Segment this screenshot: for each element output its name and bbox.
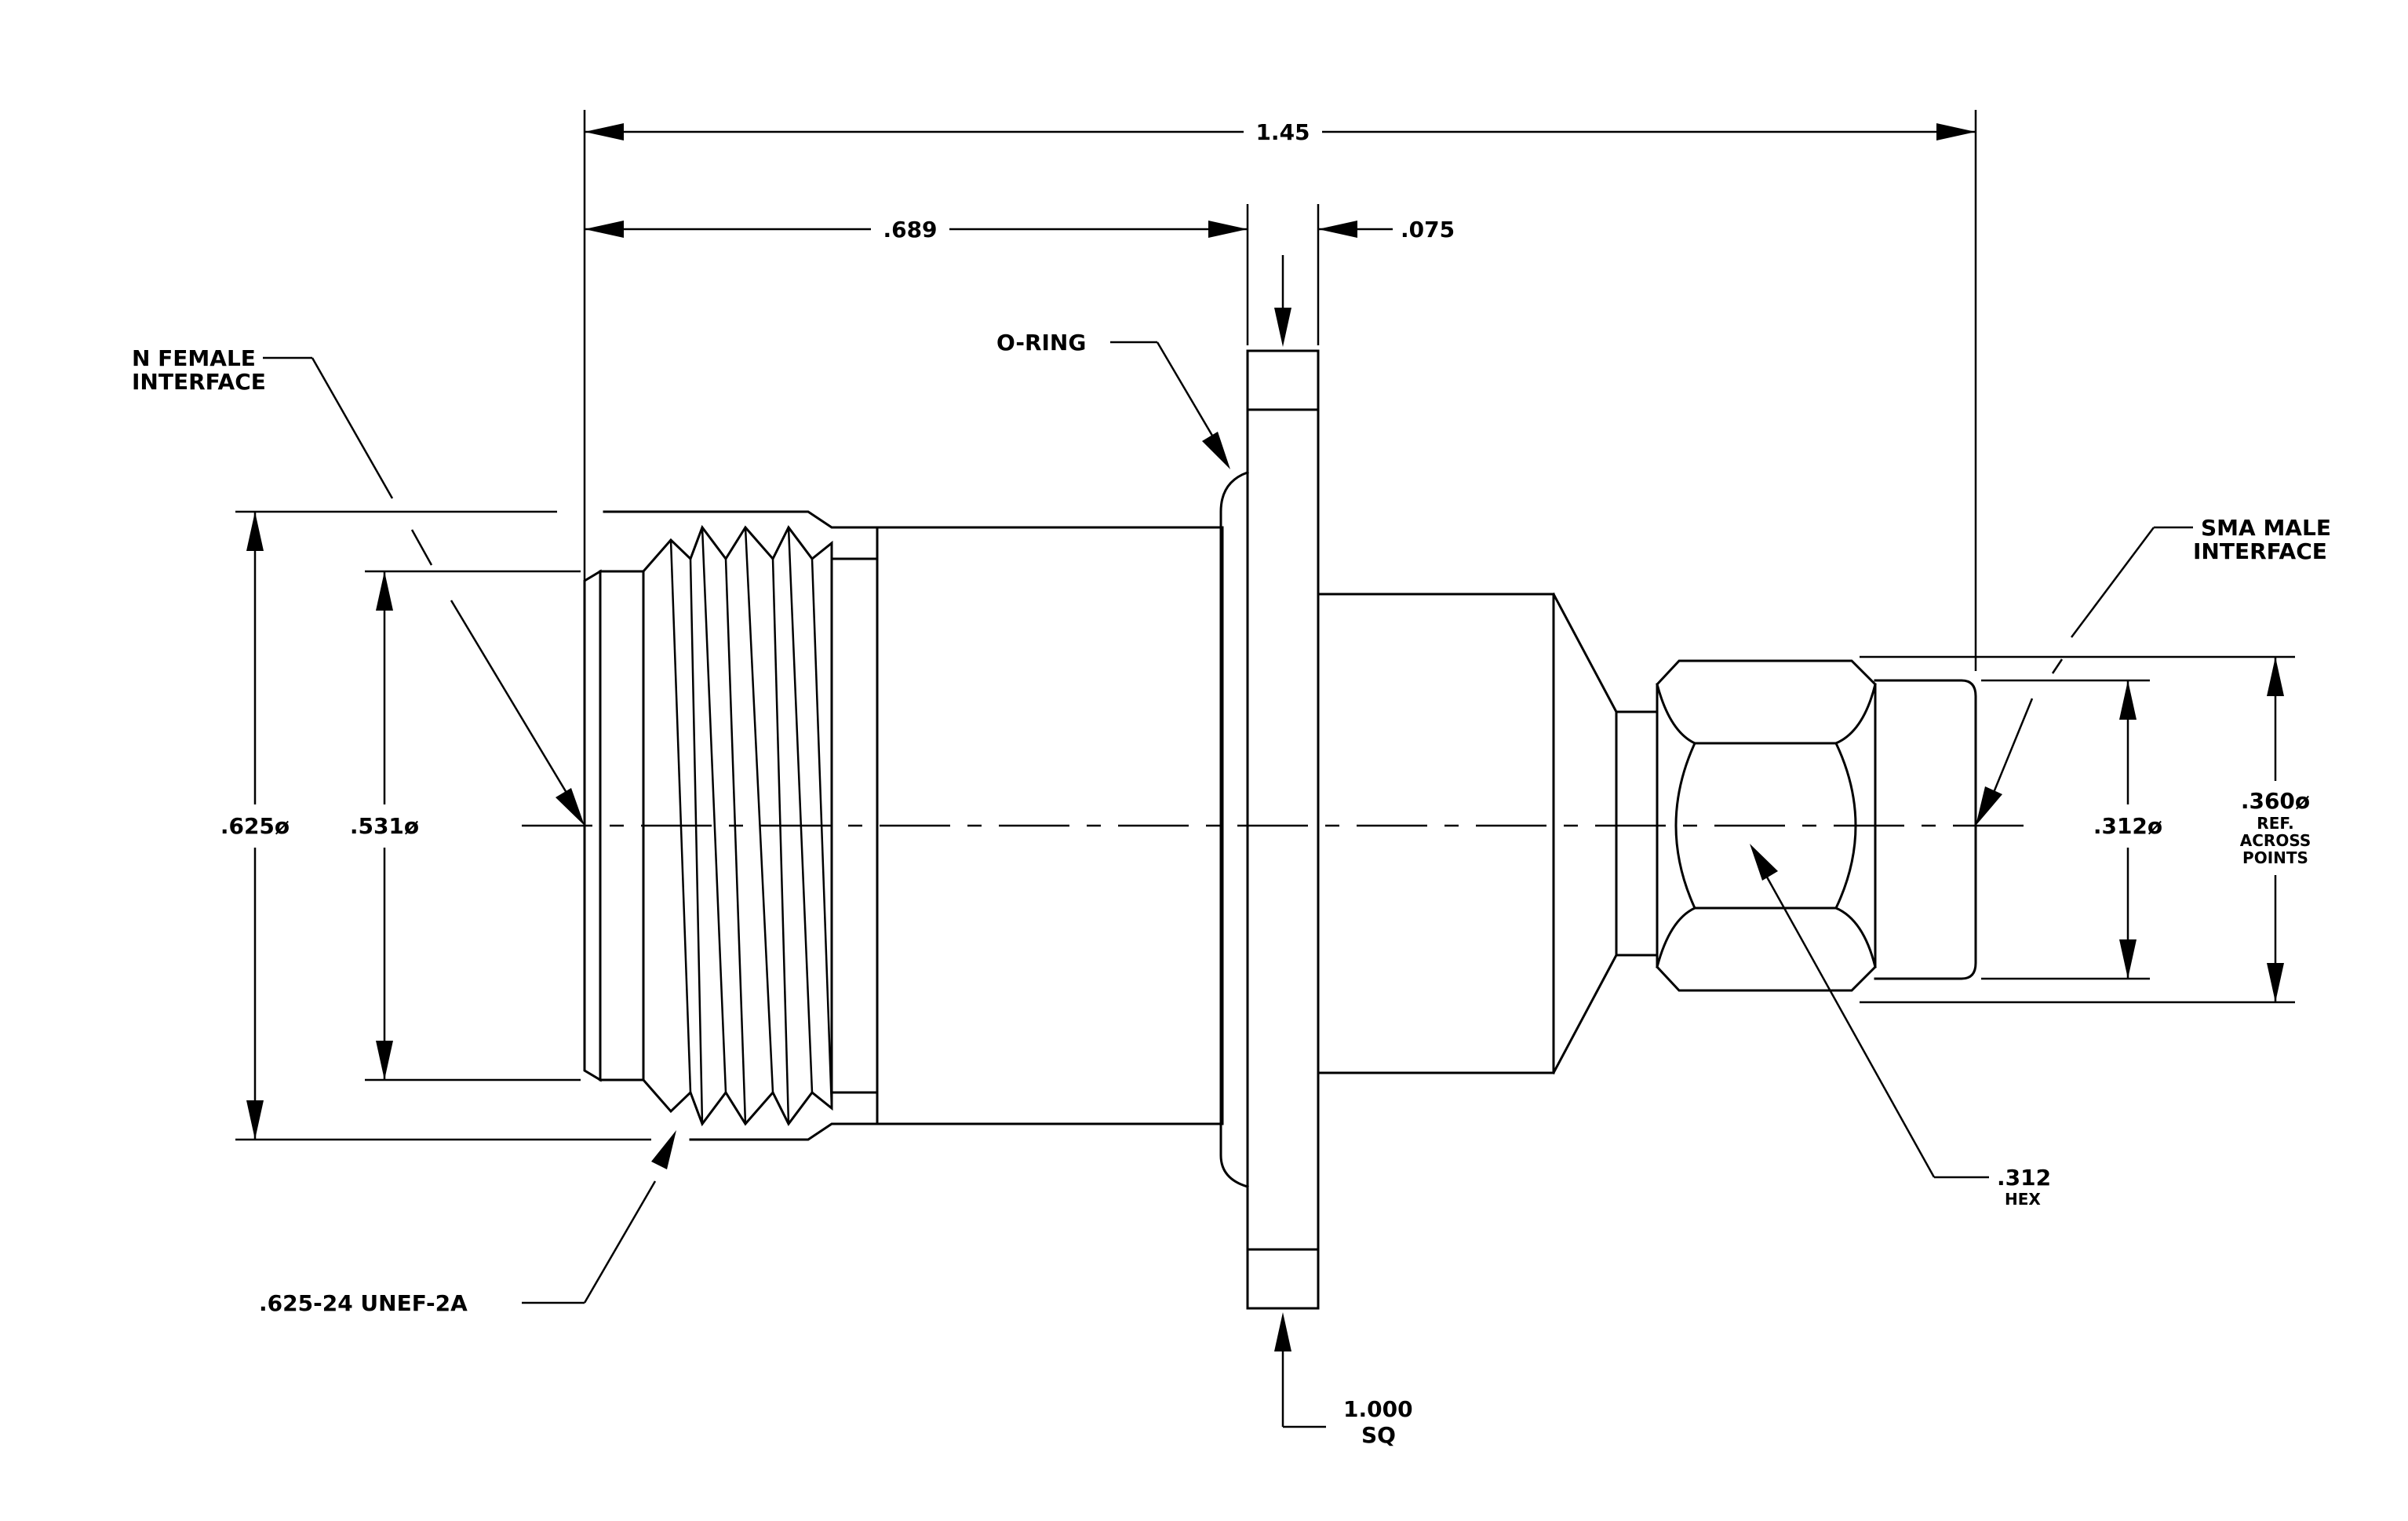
label-across: ACROSS [2240,831,2311,850]
dim-sma-diameter: .312ø [1981,679,2162,980]
label-n-female-line1: N FEMALE [132,345,256,371]
n-female-body [583,510,1224,1141]
label-n-inner-diameter: .531ø [350,813,419,839]
label-sma-across-points: .360ø [2241,788,2310,814]
label-flange-size: 1.000 [1343,1396,1413,1422]
label-points: POINTS [2242,848,2308,867]
dim-flange-thickness: .075 [1274,204,1455,347]
label-o-ring: O-RING [996,330,1086,356]
sma-male-body [1317,592,1977,1075]
dim-overall-length: 1.45 [583,110,1977,816]
label-hex-size: .312 [1997,1165,2051,1191]
label-sma-male-line1: SMA MALE [2201,515,2331,541]
callout-thread: .625-24 UNEF-2A [259,1130,676,1316]
callout-n-female: N FEMALE INTERFACE [132,345,585,826]
dim-n-side-length: .689 [585,204,1249,345]
dim-n-outer-diameter: .625ø [220,510,651,1141]
label-n-female-line2: INTERFACE [132,369,266,395]
callout-hex: .312 HEX [1750,844,2051,1209]
callout-sma-male: SMA MALE INTERFACE [1976,515,2331,826]
label-sma-diameter: .312ø [2093,813,2162,839]
callout-o-ring: O-RING [996,330,1230,469]
label-ref: REF. [2257,814,2293,833]
label-sma-male-line2: INTERFACE [2193,538,2327,564]
dim-n-inner-diameter: .531ø [350,570,581,1081]
label-n-side-length: .689 [883,217,937,243]
o-ring [1219,471,1249,1188]
label-flange-note: SQ [1361,1422,1396,1448]
label-hex-note: HEX [2005,1190,2041,1209]
label-n-outer-diameter: .625ø [220,813,290,839]
dim-sma-across-points: .360ø REF. ACROSS POINTS [1860,655,2311,1004]
square-flange [1246,349,1320,1310]
callout-flange-size: 1.000 SQ [1274,1312,1413,1448]
label-thread: .625-24 UNEF-2A [259,1290,468,1316]
label-overall-length: 1.45 [1255,119,1310,145]
label-flange-thickness: .075 [1401,217,1455,243]
